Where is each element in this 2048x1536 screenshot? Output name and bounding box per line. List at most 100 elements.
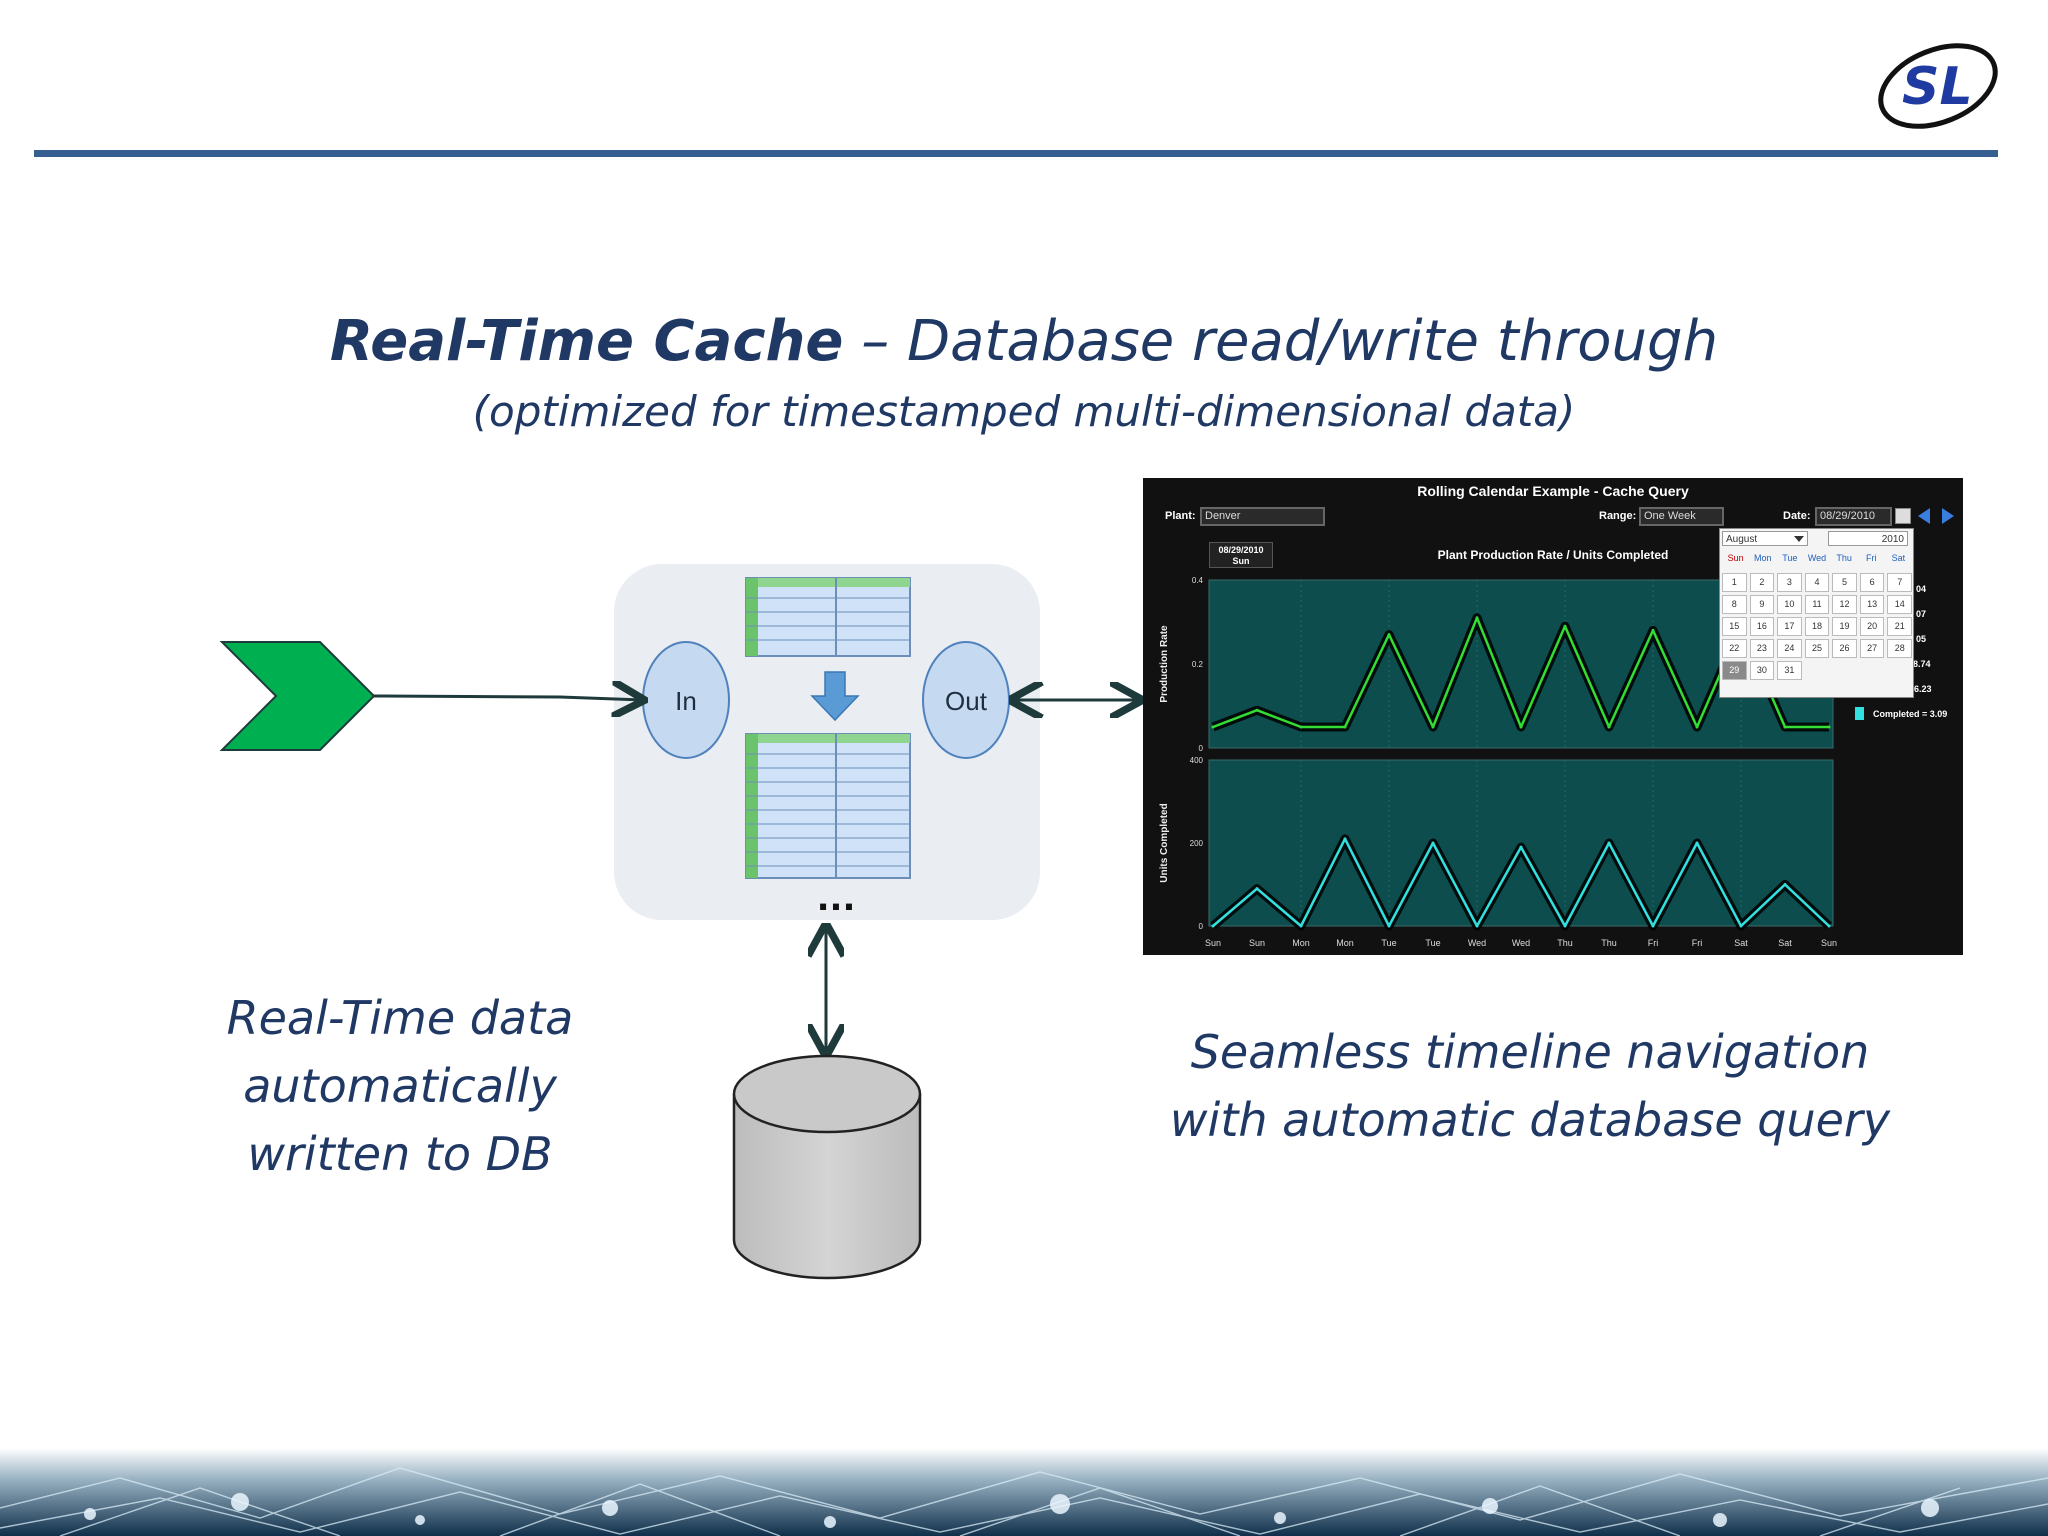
calendar-day[interactable]: 10 (1777, 595, 1802, 614)
calendar-weekday: Wed (1807, 553, 1827, 563)
units-completed-point (1783, 883, 1787, 886)
units-completed-point (1651, 924, 1655, 928)
calendar-day[interactable]: 1 (1722, 573, 1747, 592)
calendar-day[interactable]: 7 (1887, 573, 1912, 592)
units-completed-point (1563, 924, 1567, 928)
production-rate-point (1211, 725, 1215, 729)
production-rate-point (1827, 725, 1831, 729)
production-rate-point (1783, 725, 1787, 729)
prev-arrow-icon[interactable] (1918, 508, 1930, 524)
calendar-button[interactable] (1895, 508, 1911, 524)
out-label: Out (945, 686, 988, 716)
range-field[interactable]: One Week (1639, 507, 1724, 526)
calendar-day[interactable]: 22 (1722, 639, 1747, 658)
units-completed-point (1739, 924, 1743, 928)
calendar-day[interactable]: 19 (1832, 617, 1857, 636)
units-completed-point (1343, 837, 1347, 841)
calendar-day[interactable]: 28 (1887, 639, 1912, 658)
calendar-day[interactable]: 12 (1832, 595, 1857, 614)
calendar-year[interactable]: 2010 (1828, 531, 1908, 546)
input-connector (373, 696, 642, 700)
calendar-day[interactable]: 21 (1887, 617, 1912, 636)
units-completed-point (1211, 924, 1215, 928)
units-completed-ytick: 400 (1190, 756, 1204, 765)
date-field[interactable]: 08/29/2010 (1815, 507, 1892, 526)
calendar-day[interactable]: 31 (1777, 661, 1802, 680)
production-rate-point (1387, 633, 1391, 637)
calendar-day[interactable]: 3 (1777, 573, 1802, 592)
plant-label: Plant: (1165, 510, 1196, 522)
calendar-day[interactable]: 20 (1859, 617, 1885, 636)
units-completed-point (1475, 924, 1479, 928)
table-icon-bottom (745, 733, 911, 879)
x-tick-label: Thu (1601, 938, 1617, 948)
units-completed-point (1695, 841, 1699, 845)
x-tick-label: Sun (1821, 938, 1837, 948)
production-rate-point (1431, 725, 1435, 729)
production-rate-ytick: 0.4 (1192, 576, 1204, 585)
calendar-day[interactable]: 27 (1859, 639, 1885, 658)
caption-right: Seamless timeline navigation with automa… (1169, 1025, 1891, 1147)
calendar-day[interactable]: 30 (1749, 661, 1775, 680)
calendar-day[interactable]: 18 (1804, 617, 1830, 636)
units-completed-ytick: 200 (1190, 839, 1204, 848)
calendar-day[interactable]: 13 (1859, 595, 1885, 614)
legend-value-1: 04 (1916, 584, 1927, 594)
x-tick-label: Sat (1778, 938, 1792, 948)
production-rate-point (1475, 616, 1479, 620)
calendar-day[interactable]: 16 (1749, 617, 1775, 636)
date-label: Date: (1783, 510, 1811, 522)
legend-value-3: 05 (1916, 634, 1927, 644)
x-tick-label: Mon (1292, 938, 1310, 948)
units-completed-ytick: 0 (1199, 922, 1204, 931)
chart-date: 08/29/2010 (1218, 545, 1264, 555)
calendar-day[interactable]: 25 (1804, 639, 1830, 658)
calendar-day[interactable]: 24 (1777, 639, 1802, 658)
decorative-footer-image (0, 1448, 2048, 1536)
screenshot-title: Rolling Calendar Example - Cache Query (1417, 483, 1689, 499)
calendar-day[interactable]: 4 (1804, 573, 1830, 592)
plant-field[interactable]: Denver (1200, 507, 1325, 526)
x-tick-label: Fri (1648, 938, 1659, 948)
calendar-day[interactable]: 6 (1859, 573, 1885, 592)
title-bold: Real-Time Cache (329, 309, 844, 374)
calendar-day[interactable]: 5 (1832, 573, 1857, 592)
calendar-day[interactable]: 26 (1832, 639, 1857, 658)
calendar-day[interactable]: 14 (1887, 595, 1912, 614)
table-icon-top (745, 577, 911, 657)
units-completed-point (1299, 924, 1303, 928)
sl-logo: SL (1878, 43, 1998, 129)
calendar-day[interactable]: 9 (1749, 595, 1775, 614)
slide-subtitle: (optimized for timestamped multi-dimensi… (472, 387, 1576, 436)
calendar-weekday: Fri (1866, 553, 1877, 563)
units-completed-ylabel: Units Completed (1159, 803, 1170, 882)
calendar-day[interactable]: 2 (1749, 573, 1775, 592)
database-cylinder (732, 1054, 922, 1280)
month-dropdown-icon[interactable] (1794, 536, 1804, 542)
production-rate-ytick: 0 (1199, 744, 1204, 753)
units-completed-point (1607, 841, 1611, 845)
calendar-day[interactable]: 23 (1749, 639, 1775, 658)
legend-value-5: 46.23 (1909, 684, 1932, 694)
caption-left: Real-Time data automatically written to … (226, 991, 574, 1181)
title-rest: – Database read/write through (843, 309, 1719, 374)
production-rate-point (1563, 624, 1567, 628)
calendar-month[interactable]: August (1722, 531, 1808, 546)
next-arrow-icon[interactable] (1942, 508, 1954, 524)
range-label: Range: (1599, 510, 1637, 522)
calendar-day[interactable]: 11 (1804, 595, 1830, 614)
calendar-day[interactable]: 8 (1722, 595, 1747, 614)
calendar-day[interactable]: 17 (1777, 617, 1802, 636)
calendar-weekday: Thu (1836, 553, 1852, 563)
calendar-day[interactable]: 15 (1722, 617, 1747, 636)
down-arrow (810, 671, 860, 722)
in-label: In (675, 686, 697, 716)
calendar-day[interactable]: 29 (1722, 661, 1747, 680)
production-rate-point (1299, 725, 1303, 729)
chart-date-box: 08/29/2010 Sun (1209, 542, 1273, 568)
production-rate-point (1651, 628, 1655, 632)
x-tick-label: Fri (1692, 938, 1703, 948)
x-tick-label: Wed (1468, 938, 1486, 948)
